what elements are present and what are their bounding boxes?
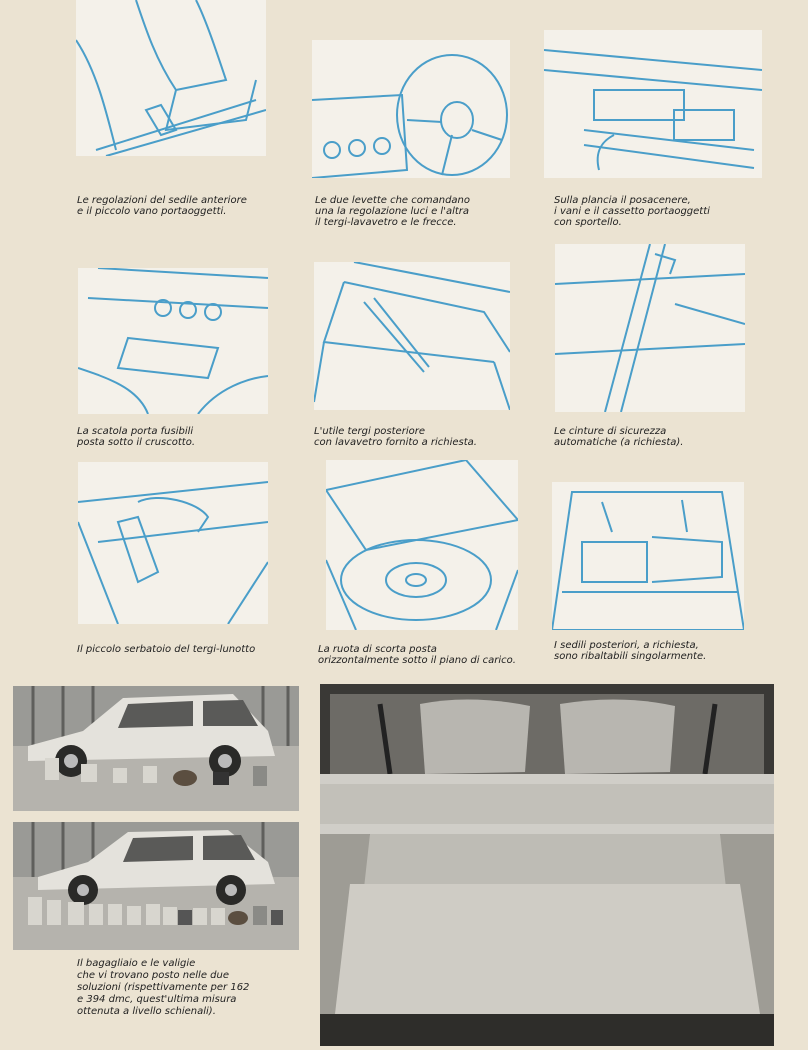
caption-wiper: L'utile tergi posteriore con lavavetro f… — [314, 426, 477, 448]
seatbelt-drawing — [555, 244, 745, 412]
rear-seats-drawing — [552, 491, 744, 630]
washer-tank-illustration — [78, 462, 268, 624]
rear-seats-illustration — [552, 482, 744, 630]
caption-spare-wheel: La ruota di scorta posta orizzontalmente… — [318, 644, 516, 666]
rear-wiper-illustration — [314, 262, 510, 410]
caption-washer: Il piccolo serbatoio del tergi-lunotto — [77, 644, 256, 655]
seat-illustration — [76, 0, 266, 156]
caption-seat: Le regolazioni del sedile anteriore e il… — [77, 195, 247, 217]
fuse-box-illustration — [78, 268, 268, 414]
seat-drawing — [76, 0, 266, 156]
dashboard-illustration — [544, 30, 762, 178]
caption-fuse: La scatola porta fusibili posta sotto il… — [77, 426, 196, 448]
caption-seatbelt: Le cinture di sicurezza automatiche (a r… — [554, 426, 684, 448]
trunk-photo-image — [320, 684, 774, 1046]
seatbelt-illustration — [555, 244, 745, 412]
wiper-drawing — [314, 262, 510, 410]
spare-wheel-illustration — [326, 460, 518, 630]
washer-drawing — [78, 481, 268, 624]
fuse-drawing — [78, 268, 268, 414]
caption-steering: Le due levette che comandano una la rego… — [315, 195, 471, 228]
car-photo-1-image — [13, 686, 299, 811]
car-photo-2 — [13, 822, 299, 950]
caption-dashboard: Sulla plancia il posacenere, i vani e il… — [554, 195, 710, 228]
steering-wheel-illustration — [312, 40, 510, 178]
car-photo-2-image — [13, 822, 299, 950]
car-photo-1 — [13, 686, 299, 811]
dashboard-drawing — [544, 49, 762, 171]
wheel-drawing — [326, 460, 518, 630]
photo-caption: Il bagagliaio e le valigie che vi trovan… — [77, 958, 250, 1017]
caption-rear-seats: I sedili posteriori, a richiesta, sono r… — [554, 640, 707, 662]
trunk-photo — [320, 684, 774, 1046]
steering-drawing — [312, 54, 508, 178]
